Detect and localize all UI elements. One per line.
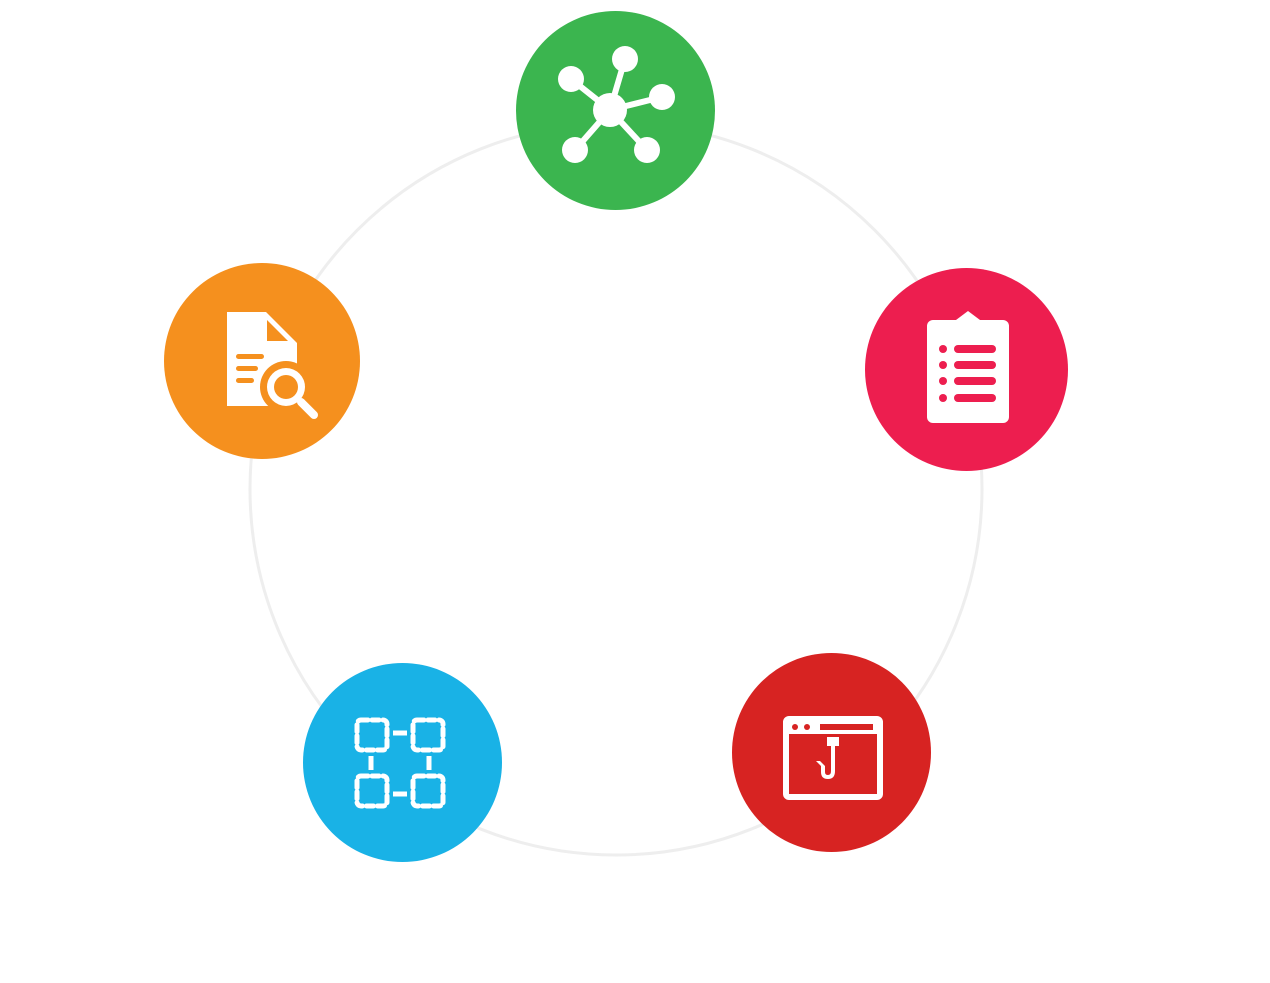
document-search-icon — [227, 312, 318, 419]
network-hub-icon — [558, 46, 675, 163]
connected-blocks-icon — [354, 717, 446, 809]
checklist-node[interactable] — [865, 268, 1068, 471]
workflow-node[interactable] — [303, 663, 502, 862]
browser-hook-icon — [783, 716, 883, 800]
document-search-node[interactable] — [164, 263, 360, 459]
web-hook-node[interactable] — [732, 653, 931, 852]
network-node[interactable] — [516, 11, 715, 210]
clipboard-checklist-icon — [927, 311, 1009, 423]
